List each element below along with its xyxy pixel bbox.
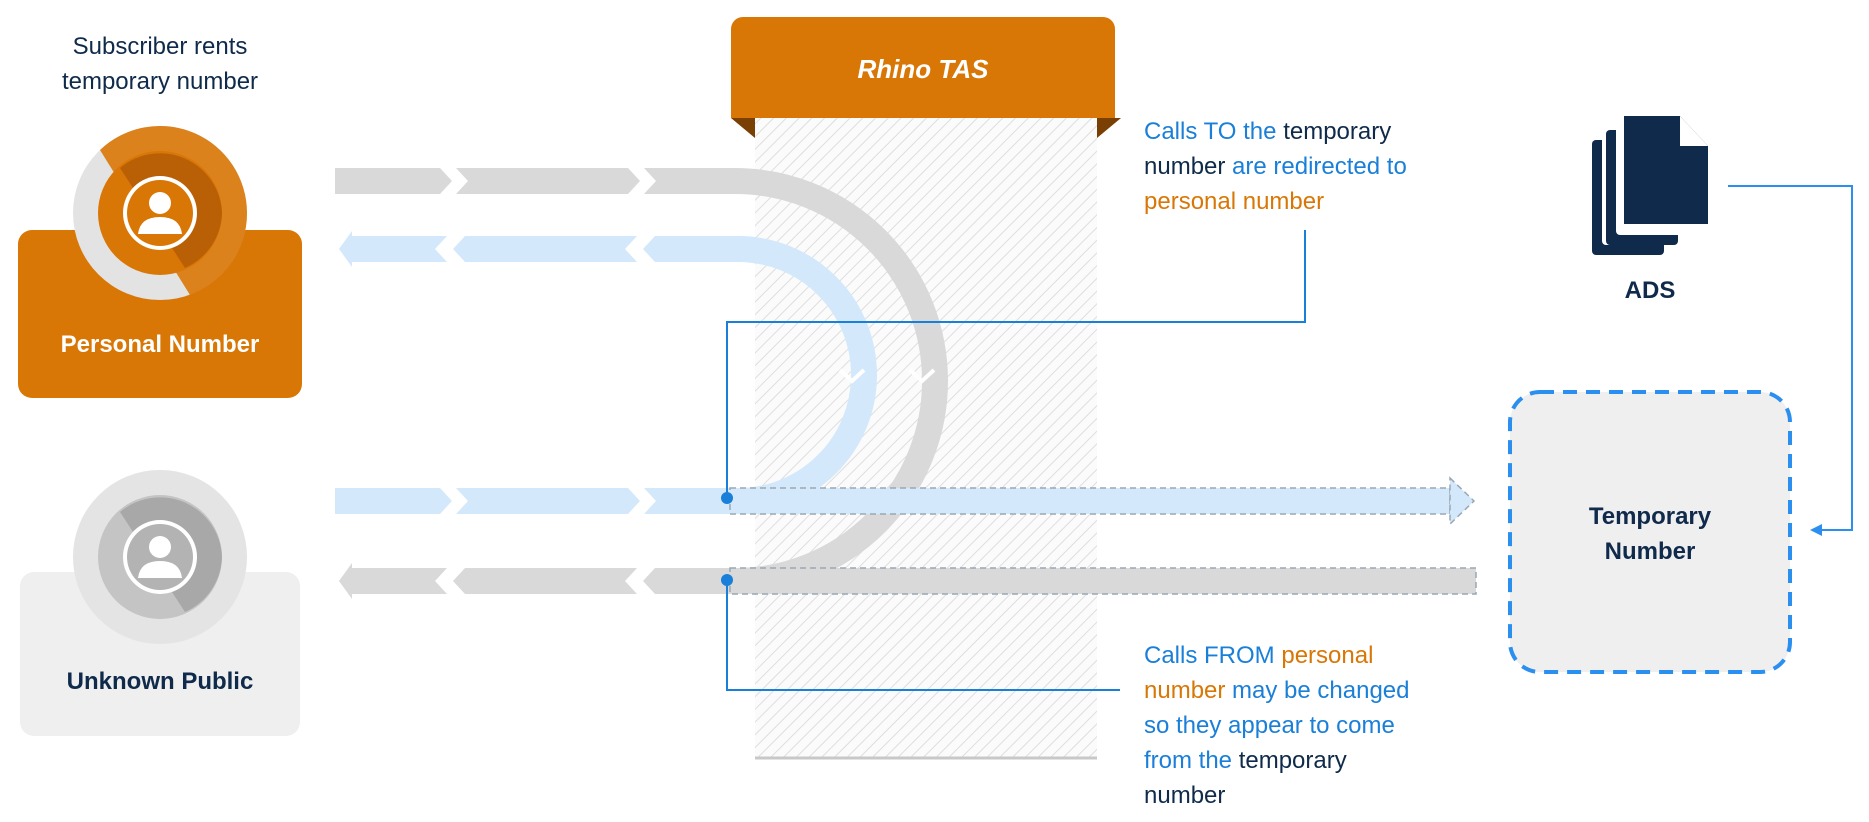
svg-text:number are redirected to: number are redirected to	[1144, 153, 1407, 180]
subscriber-note-line1: Subscriber rents	[73, 33, 248, 60]
svg-text:personal number: personal number	[1144, 188, 1324, 215]
flow-curve-outgoing	[725, 168, 948, 594]
callout-line-calls-from	[726, 580, 1120, 691]
curve-chevron-blue	[838, 368, 866, 384]
person-icon	[127, 524, 193, 590]
ads-label: ADS	[1625, 277, 1676, 304]
callout-dot-calls-from	[721, 574, 733, 586]
svg-text:Calls FROM personal: Calls FROM personal	[1144, 642, 1373, 669]
flow-chevrons-public-outgoing	[335, 488, 725, 514]
subscriber-note-line2: temporary number	[62, 68, 258, 95]
documents-icon	[1592, 116, 1708, 255]
ads-connector-line	[1728, 185, 1853, 531]
flow-arrow-to-temporary	[729, 476, 1476, 526]
ads-node[interactable]: ADS	[1592, 116, 1708, 304]
curve-chevron-gray	[908, 368, 936, 384]
tas-title: Rhino TAS	[858, 54, 990, 84]
tas-banner: Rhino TAS	[731, 17, 1121, 138]
svg-text:from the temporary: from the temporary	[1144, 747, 1347, 774]
svg-text:so they appear to come: so they appear to come	[1144, 712, 1395, 739]
note-calls-from: Calls FROM personal number may be change…	[1144, 642, 1410, 809]
callout-line-calls-to	[726, 230, 1306, 498]
svg-text:number: number	[1144, 782, 1225, 809]
callout-dot-calls-to	[721, 492, 733, 504]
flow-chevrons-personal-incoming	[339, 231, 725, 267]
personal-number-label: Personal Number	[61, 331, 260, 358]
temporary-number-label-line1: Temporary	[1589, 503, 1712, 530]
flow-chevrons-personal-outgoing	[335, 168, 725, 194]
person-icon	[127, 180, 193, 246]
unknown-public-label: Unknown Public	[67, 668, 254, 695]
flow-chevrons-public-incoming	[339, 563, 725, 599]
temporary-number-node[interactable]: Temporary Number	[1508, 390, 1792, 674]
personal-number-card[interactable]: Personal Number	[18, 126, 302, 398]
flow-bar-from-temporary	[729, 567, 1477, 595]
unknown-public-card[interactable]: Unknown Public	[20, 470, 300, 736]
temporary-number-label-line2: Number	[1605, 538, 1696, 565]
svg-text:number may be changed: number may be changed	[1144, 677, 1410, 704]
ads-connector-arrowhead	[1810, 524, 1822, 536]
note-calls-to: Calls TO the temporary number are redire…	[1144, 118, 1407, 215]
svg-text:Calls TO the temporary: Calls TO the temporary	[1144, 118, 1391, 145]
